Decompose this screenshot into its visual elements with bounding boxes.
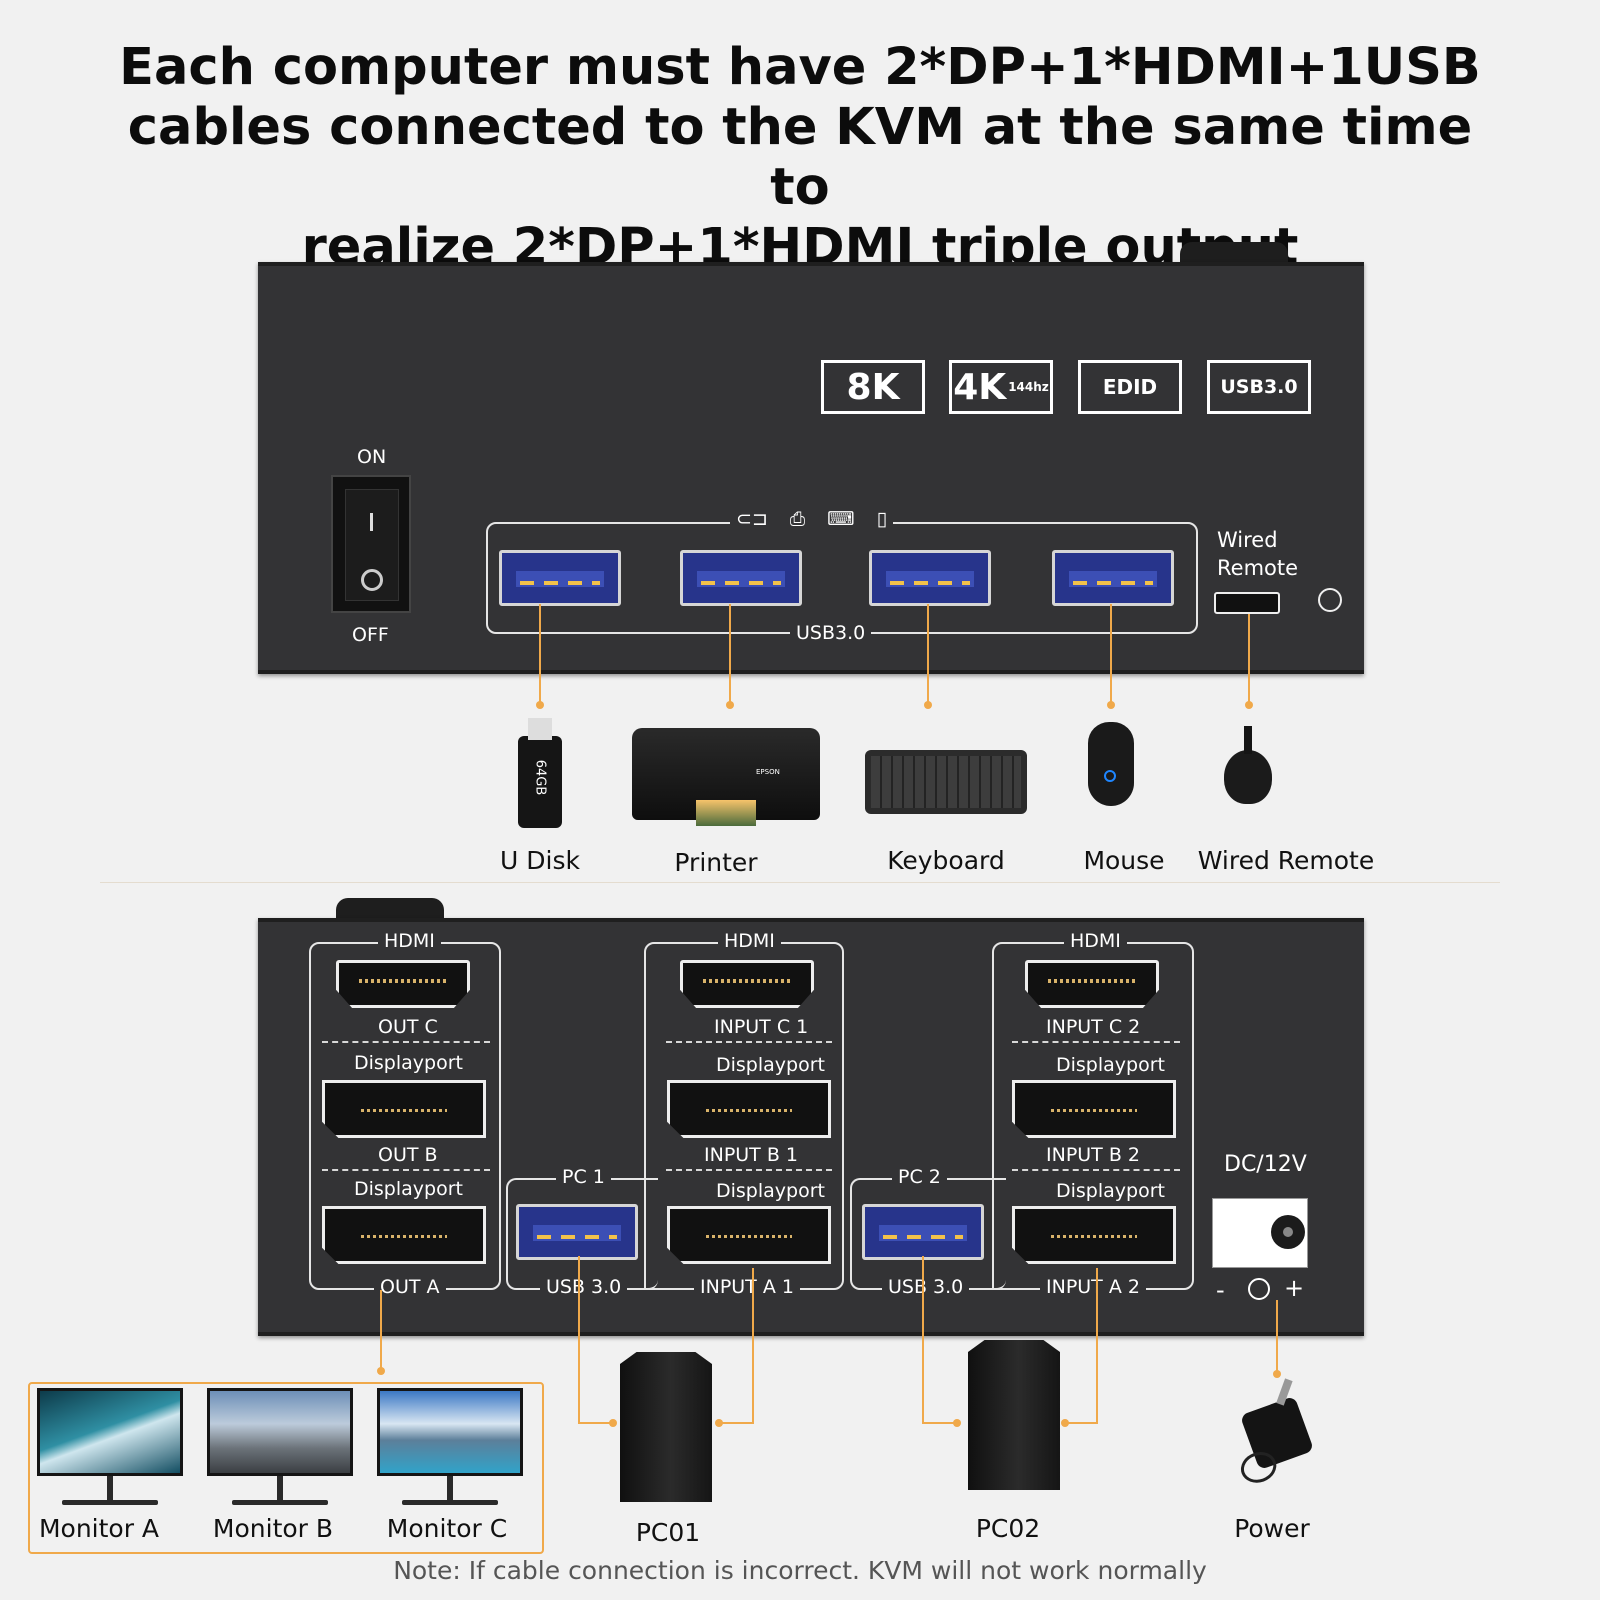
pc2-usb-port[interactable]	[862, 1204, 984, 1260]
wired-remote-label-2: Remote	[1217, 556, 1299, 580]
pc2-usb-label: USB 3.0	[882, 1276, 970, 1298]
polarity-minus: -	[1216, 1276, 1225, 1304]
out-a-label: OUT A	[374, 1276, 446, 1298]
front-knob	[1180, 242, 1288, 264]
rear-knob	[336, 898, 444, 920]
kvm-front-panel	[258, 262, 1364, 674]
input-a1-label: INPUT A 1	[694, 1276, 800, 1298]
dc-power-jack[interactable]	[1212, 1198, 1308, 1268]
switch-off-label: OFF	[352, 624, 389, 646]
pc1-usb-port[interactable]	[516, 1204, 638, 1260]
input-a2-dp-port[interactable]	[1012, 1206, 1176, 1264]
out-c-label: OUT C	[378, 1016, 438, 1038]
u-disk-image: 64GB	[518, 718, 562, 828]
pc01-tower-image	[620, 1352, 712, 1502]
input-c1-hdmi-port[interactable]	[680, 960, 814, 1008]
caption-mouse: Mouse	[1083, 846, 1165, 875]
input-a2-label: INPUT A 2	[1040, 1276, 1146, 1298]
out-dp1-label: Displayport	[354, 1052, 463, 1074]
mouse-icon: ▯	[876, 508, 888, 530]
front-usb-label: USB3.0	[790, 622, 872, 644]
input-b1-dp-port[interactable]	[667, 1080, 831, 1138]
footer-note: Note: If cable connection is incorrect. …	[393, 1556, 1207, 1585]
power-switch[interactable]	[331, 475, 411, 613]
switch-on-label: ON	[357, 446, 387, 468]
polarity-plus: +	[1284, 1274, 1305, 1302]
headline-line-1: Each computer must have 2*DP+1*HDMI+1USB	[119, 38, 1481, 97]
input-a1-dp-port[interactable]	[667, 1206, 831, 1264]
front-usb-port-3[interactable]	[869, 550, 991, 606]
usb-drive-icon: ⊂⊐	[736, 508, 768, 530]
out-hdmi-label: HDMI	[378, 930, 441, 952]
dc-12v-label: DC/12V	[1224, 1152, 1307, 1177]
polarity-icon	[1248, 1278, 1270, 1300]
monitor-c-image	[377, 1388, 523, 1476]
front-usb-port-1[interactable]	[499, 550, 621, 606]
caption-monitor-c: Monitor C	[386, 1514, 508, 1543]
printer-icon: ⎙	[789, 508, 806, 530]
caption-monitor-a: Monitor A	[38, 1514, 160, 1543]
badge-usb3: USB3.0	[1207, 360, 1311, 414]
printer-image: EPSON	[632, 728, 820, 826]
keyboard-icon: ⌨	[827, 508, 855, 530]
out-b-label: OUT B	[378, 1144, 438, 1166]
wired-remote-port[interactable]	[1214, 592, 1280, 614]
monitor-a-image	[37, 1388, 183, 1476]
remote-icon	[1318, 588, 1342, 612]
input-c2-label: INPUT C 2	[1046, 1016, 1141, 1038]
headline-line-2: cables connected to the KVM at the same …	[127, 98, 1473, 217]
caption-pc02: PC02	[975, 1514, 1041, 1543]
front-usb-port-4[interactable]	[1052, 550, 1174, 606]
pc2-label: PC 2	[892, 1166, 947, 1188]
caption-wired-remote: Wired Remote	[1197, 846, 1375, 875]
headline: Each computer must have 2*DP+1*HDMI+1USB…	[100, 38, 1500, 278]
input-c2-hdmi-port[interactable]	[1025, 960, 1159, 1008]
printer-brand: EPSON	[756, 768, 780, 776]
monitor-b-image	[207, 1388, 353, 1476]
out-b-dp-port[interactable]	[322, 1080, 486, 1138]
badge-edid: EDID	[1078, 360, 1182, 414]
input-b2-dp-port[interactable]	[1012, 1080, 1176, 1138]
u-disk-capacity: 64GB	[532, 759, 548, 796]
pc1-label: PC 1	[556, 1166, 611, 1188]
out-c-hdmi-port[interactable]	[336, 960, 470, 1008]
wired-remote-label-1: Wired	[1217, 528, 1278, 552]
caption-power: Power	[1234, 1514, 1310, 1543]
pc1-usb-label: USB 3.0	[540, 1276, 628, 1298]
monitors-box	[28, 1382, 544, 1554]
pc2-hdmi-label: HDMI	[1064, 930, 1127, 952]
badge-8k: 8K	[821, 360, 925, 414]
pc1-dp2-label: Displayport	[716, 1180, 825, 1202]
section-divider	[100, 882, 1500, 883]
caption-pc01: PC01	[635, 1518, 701, 1547]
caption-u-disk: U Disk	[500, 846, 580, 875]
input-b2-label: INPUT B 2	[1046, 1144, 1140, 1166]
caption-monitor-b: Monitor B	[212, 1514, 334, 1543]
caption-printer: Printer	[674, 848, 758, 877]
input-c1-label: INPUT C 1	[714, 1016, 809, 1038]
pc1-hdmi-label: HDMI	[718, 930, 781, 952]
power-adapter-image	[1236, 1378, 1315, 1488]
input-b1-label: INPUT B 1	[704, 1144, 798, 1166]
wired-remote-image	[1224, 726, 1272, 804]
pc2-dp1-label: Displayport	[1056, 1054, 1165, 1076]
out-a-dp-port[interactable]	[322, 1206, 486, 1264]
pc2-dp2-label: Displayport	[1056, 1180, 1165, 1202]
front-usb-port-2[interactable]	[680, 550, 802, 606]
keyboard-image	[865, 750, 1027, 814]
caption-keyboard: Keyboard	[887, 846, 1005, 875]
pc1-dp1-label: Displayport	[716, 1054, 825, 1076]
mouse-image	[1088, 722, 1134, 806]
front-icon-strip: ⊂⊐ ⎙ ⌨ ▯	[730, 508, 894, 534]
out-dp2-label: Displayport	[354, 1178, 463, 1200]
pc02-tower-image	[968, 1340, 1060, 1490]
